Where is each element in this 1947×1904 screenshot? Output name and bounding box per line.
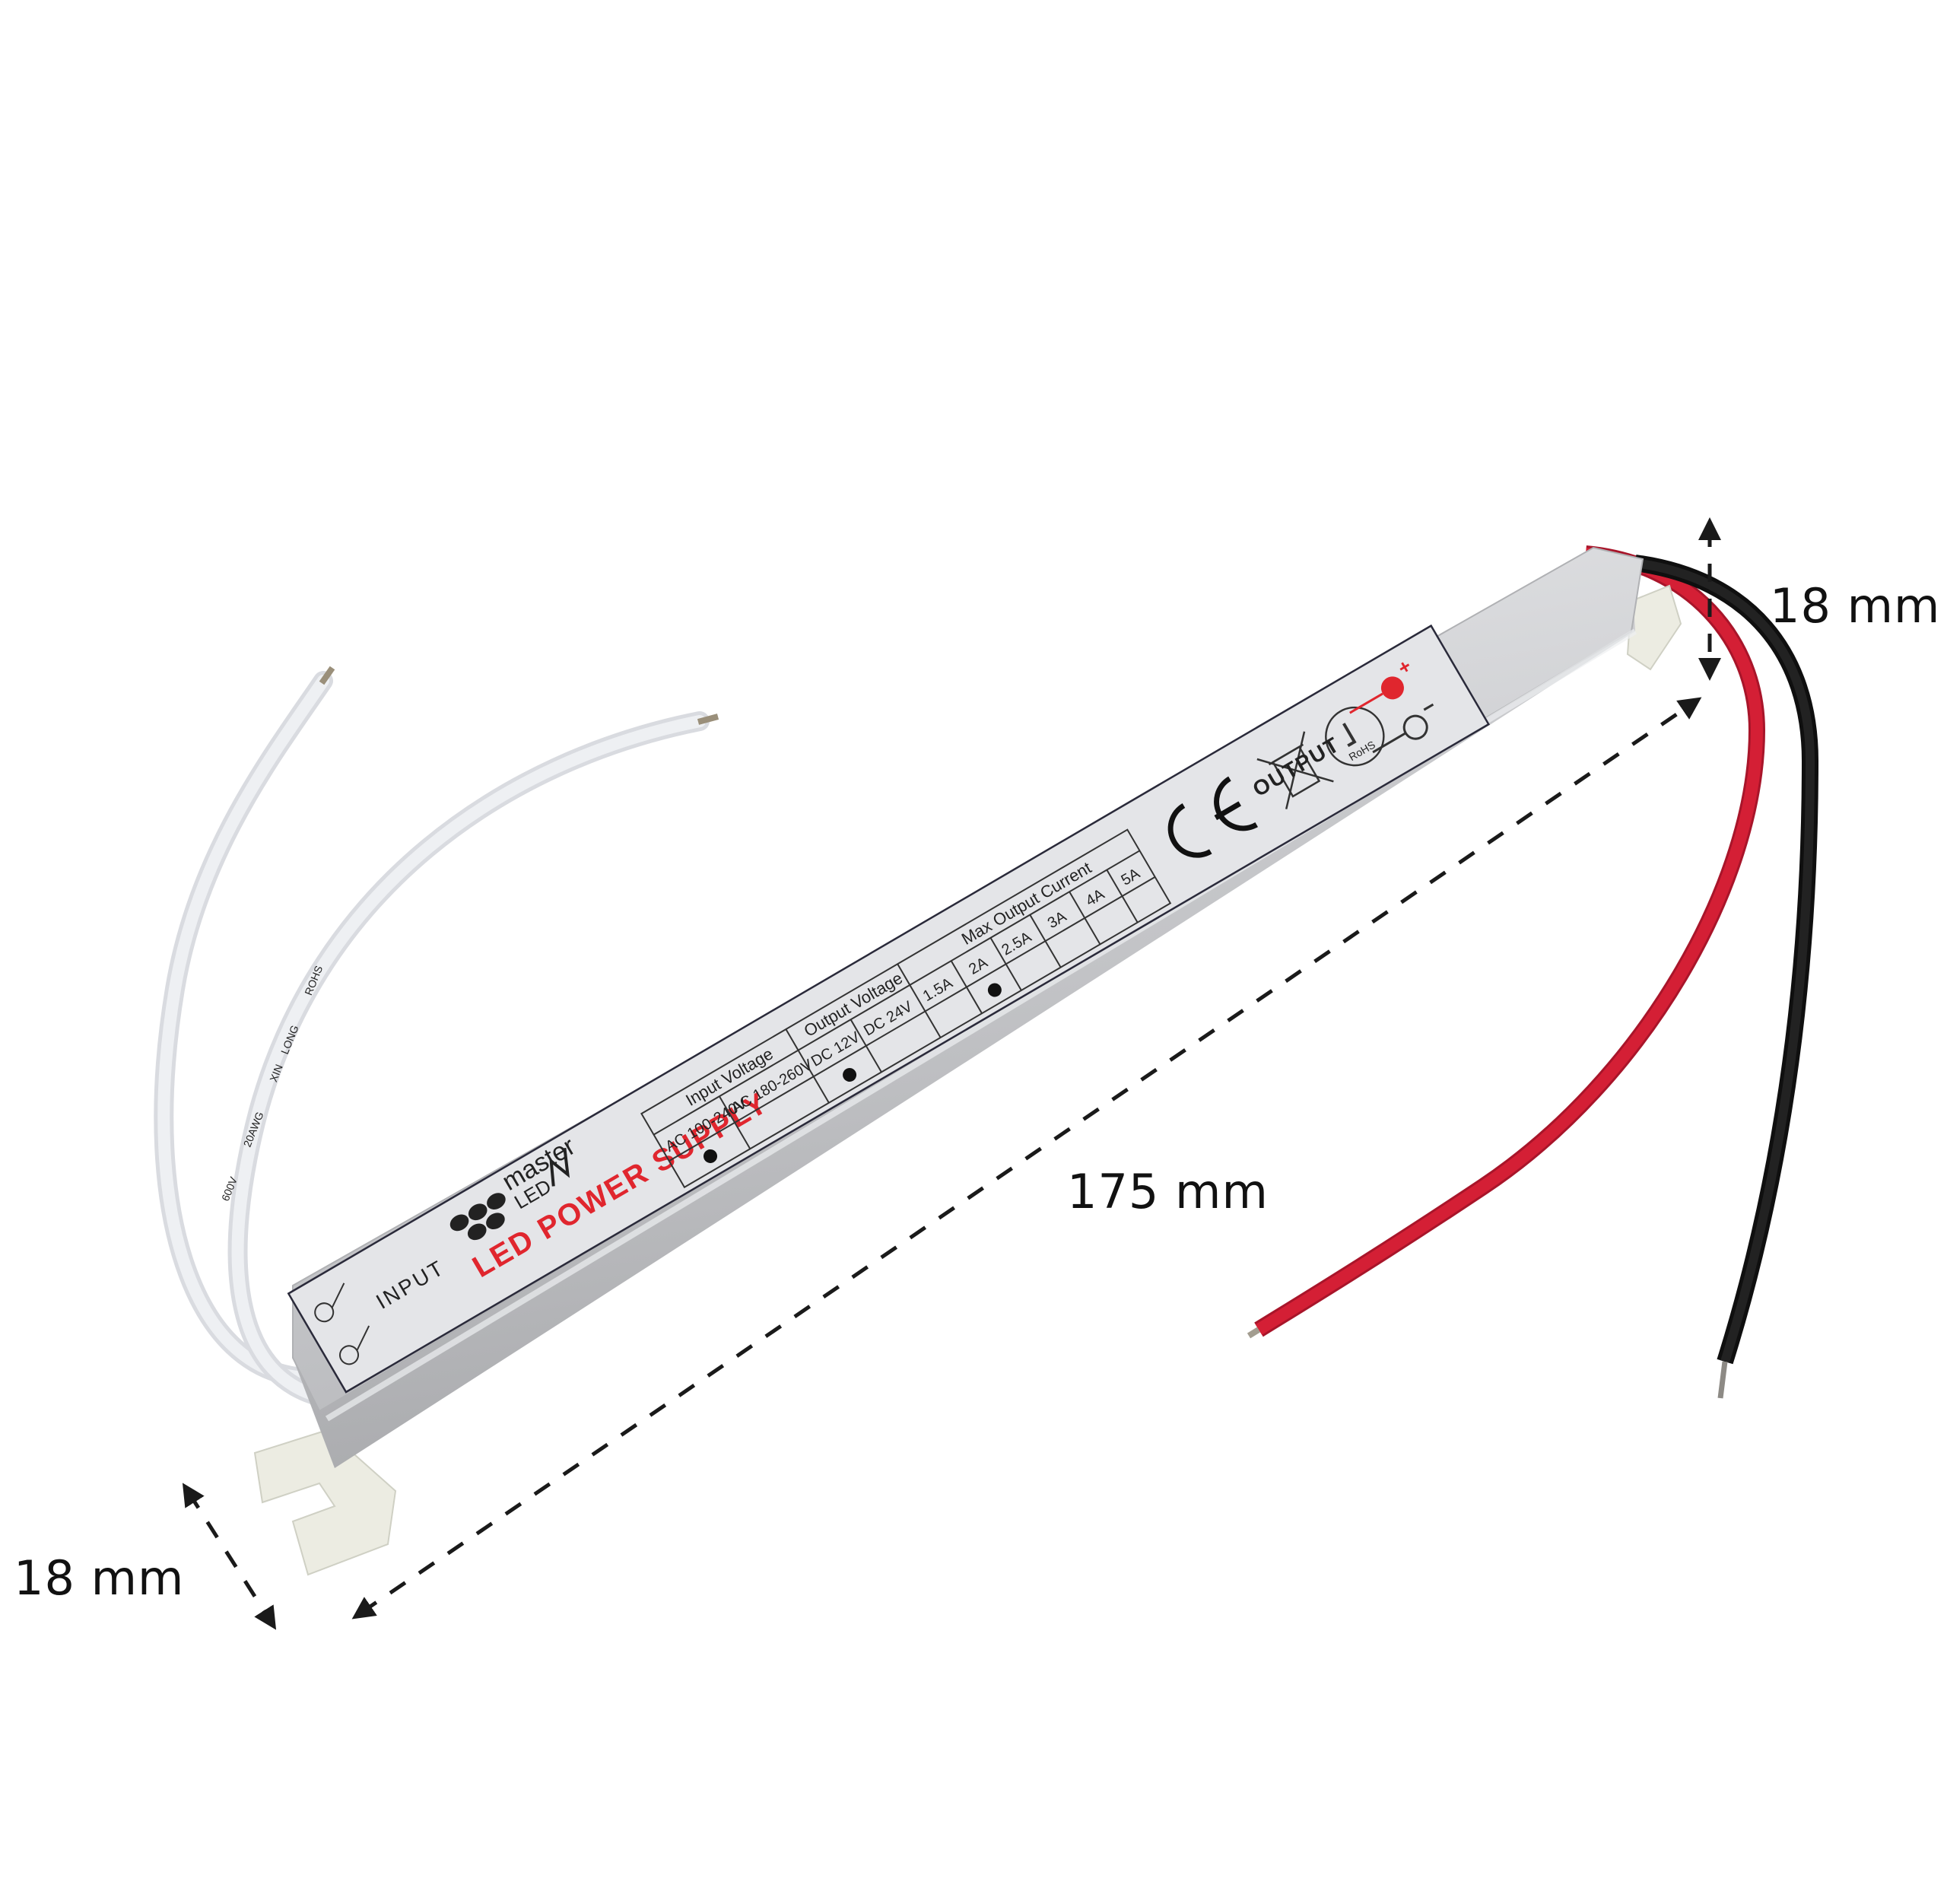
length-label: 175 mm (1067, 1164, 1269, 1219)
mounting-tab-right (1626, 584, 1682, 671)
width-label: 18 mm (14, 1550, 185, 1606)
dimension-lines (182, 517, 1721, 1630)
height-label: 18 mm (1770, 578, 1941, 634)
width-dimension-line (182, 1483, 277, 1630)
wire-tip-input-1 (319, 666, 335, 685)
wire-tip-red (1247, 1327, 1261, 1339)
label-panel: INPUT master LED LED POWER SUPPLY (287, 624, 1491, 1394)
length-dimension-line (351, 697, 1702, 1620)
wire-tip-black (1717, 1361, 1728, 1399)
mounting-tab-left (253, 1429, 397, 1576)
